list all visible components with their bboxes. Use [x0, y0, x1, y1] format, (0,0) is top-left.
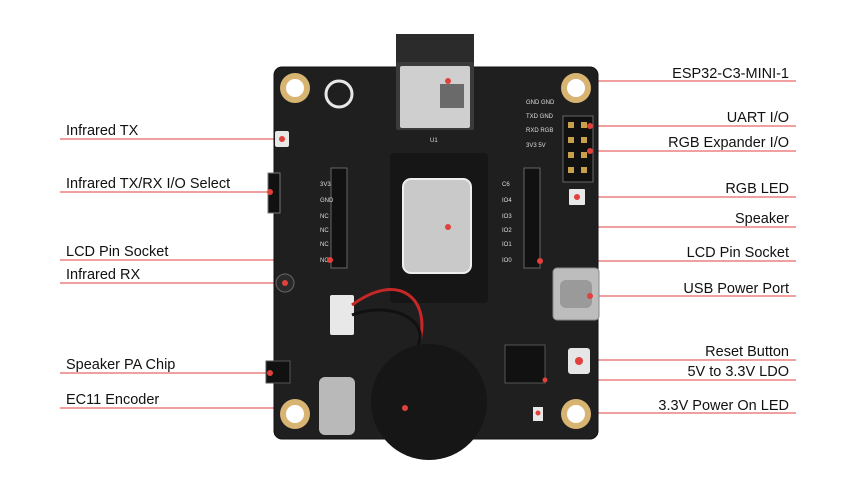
silk-u1: U1	[430, 138, 438, 144]
svg-text:IO2: IO2	[502, 228, 512, 234]
svg-text:NC: NC	[320, 258, 329, 264]
label-uart: UART I/O	[726, 110, 789, 126]
speaker-window	[402, 178, 472, 274]
label-infrared-tx: Infrared TX	[66, 123, 139, 139]
label-speaker: Speaker	[734, 211, 789, 227]
label-rgb-expander: RGB Expander I/O	[668, 135, 789, 151]
label-ldo: 5V to 3.3V LDO	[687, 364, 789, 380]
svg-text:IO1: IO1	[502, 242, 512, 248]
svg-text:GND: GND	[320, 198, 334, 204]
label-ec11: EC11 Encoder	[66, 392, 160, 408]
label-infrared-rx: Infrared RX	[66, 267, 141, 283]
label-infrared-io-select: Infrared TX/RX I/O Select	[66, 176, 231, 192]
lcd-header-right	[523, 167, 541, 269]
svg-text:IO3: IO3	[502, 214, 512, 220]
svg-text:NC: NC	[320, 228, 329, 234]
label-rgb-led: RGB LED	[725, 181, 789, 197]
capacitor	[319, 377, 355, 435]
svg-text:3V3: 3V3	[320, 182, 331, 188]
label-usb: USB Power Port	[683, 281, 789, 297]
ldo-chip	[504, 344, 546, 384]
svg-text:NC: NC	[320, 242, 329, 248]
silk-3v3: 3V3 5V	[526, 143, 546, 149]
label-lcd-socket-left: LCD Pin Socket	[66, 244, 169, 260]
label-power-led: 3.3V Power On LED	[658, 398, 789, 414]
silk-rxd: RXD RGB	[526, 128, 553, 134]
label-esp32: ESP32-C3-MINI-1	[672, 66, 789, 82]
label-lcd-socket-right: LCD Pin Socket	[686, 245, 789, 261]
svg-text:C6: C6	[502, 182, 510, 188]
logo-icon	[324, 79, 354, 109]
label-speaker-pa: Speaker PA Chip	[66, 357, 176, 373]
ec11-encoder	[371, 344, 487, 460]
speaker-connector	[330, 295, 354, 335]
mounting-holes	[280, 73, 591, 429]
silk-txd: TXD GND	[526, 114, 554, 120]
svg-text:NC: NC	[320, 214, 329, 220]
svg-text:IO4: IO4	[502, 198, 512, 204]
speaker-pa-chip	[265, 360, 291, 384]
label-reset: Reset Button	[705, 344, 789, 360]
svg-text:IO0: IO0	[502, 258, 512, 264]
lcd-header-left	[330, 167, 348, 269]
esp32-module	[396, 34, 474, 130]
silk-gnd: GND GND	[526, 100, 555, 106]
